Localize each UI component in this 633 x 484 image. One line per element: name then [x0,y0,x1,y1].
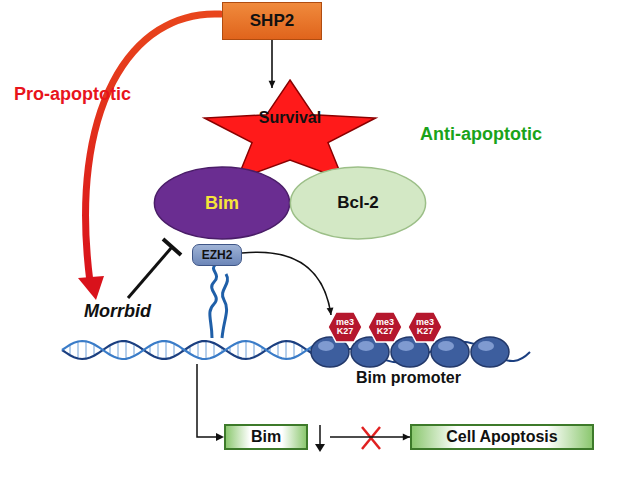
decrease-arrowhead [315,444,325,452]
survival-star: Survival [200,80,380,180]
dna-rung [286,341,287,359]
protein-box: SHP2 [222,2,322,40]
node-text: Cell Apoptosis [446,428,557,446]
dna-rung [86,341,87,358]
pro-apoptotic-arrow [86,14,220,282]
nucleosome-highlight [318,341,334,351]
gene-box: Bim [224,424,308,450]
dna-rung [158,342,159,358]
dna-rung [118,342,119,359]
arrowhead [269,81,276,88]
arrowhead [327,307,334,315]
promoter-label: Bim promoter [356,369,461,387]
pro-apoptotic-arrowhead [78,276,104,300]
dna-rung [214,343,215,357]
bcl2-ellipse: Bcl-2 [289,166,427,240]
nucleosome-highlight [478,341,494,351]
node-text: EZH2 [202,248,233,262]
nucleosome [471,337,509,367]
dna-rung [78,342,79,359]
anti-apoptotic-label: Anti-apoptotic [420,124,542,145]
dna-rung [198,342,199,357]
node-text: Bcl-2 [337,193,379,213]
dna-rung [238,343,239,358]
dna-rung [294,342,295,357]
ezh2-box: EZH2 [192,244,242,266]
pro-apoptotic-label: Pro-apoptotic [14,84,131,105]
connector-line [242,252,331,315]
decrease-arrow [319,425,321,446]
connector [269,40,276,88]
star-shape [204,80,375,180]
nucleosome [431,337,469,367]
node-text: me3 K27 [334,318,356,337]
node-text: Bim [205,193,239,214]
lncrna-label: Morrbid [84,301,151,322]
block-cross [362,427,380,449]
connector-line [308,436,410,438]
node-text: me3 K27 [374,318,396,337]
ellipse-shape [154,167,289,239]
dna-rung [254,343,255,358]
expression-arrow [197,364,219,437]
dna-helix [62,341,322,359]
inhibition-bar [163,239,181,255]
dna-rung [134,344,135,356]
dna-rung [206,341,207,359]
dna-rung [70,345,71,355]
dna-strand [62,341,322,359]
inhibition-line [128,247,172,298]
histone-mark: me3 K27 [407,311,443,343]
ellipse-shape [290,167,425,239]
dna-rung [166,341,167,359]
node-text: SHP2 [250,11,294,31]
lncrna-stem-loop [210,264,217,338]
nucleosome-highlight [438,341,454,351]
dna-rung [278,343,279,357]
node-text: Bim [251,428,281,446]
arrowhead [403,434,410,441]
nucleosome-highlight [358,341,374,351]
hexagon-shape [408,312,442,342]
block-cross [362,427,380,449]
survival-star-outline [200,80,380,180]
dna-rung [246,341,247,359]
dna-rung [126,341,127,359]
dna-strand [62,341,322,359]
dna-rung [94,344,95,355]
lncrna-strand [222,274,228,338]
outcome-box: Cell Apoptosis [410,424,594,450]
hexagon-shape [368,312,402,342]
histone-mark: me3 K27 [367,311,403,343]
expression-arrowhead [216,433,224,441]
node-text: Survival [259,109,321,127]
connector [308,434,410,441]
connector [242,252,333,315]
nucleosome-highlight [398,341,414,351]
node-text: me3 K27 [414,318,436,337]
hexagon-shape [328,312,362,342]
histone-mark: me3 K27 [327,311,363,343]
dna-rung [174,344,175,357]
bim-ellipse: Bim [153,166,291,240]
